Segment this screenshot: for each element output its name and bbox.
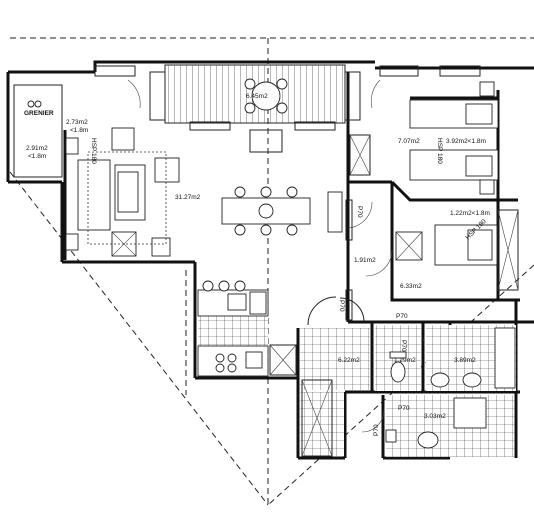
label-bedroom1: 7.07m2 — [398, 138, 420, 145]
label-area-291: 2.91m2 — [26, 145, 48, 152]
door-swings — [127, 79, 425, 433]
door-label-4: P70 — [400, 340, 407, 352]
label-bedroom2-b: 6.33m2 — [400, 283, 422, 290]
label-bedroom1-b: 3.92m2<1.8m — [446, 138, 486, 145]
door-label-3: P70 — [396, 313, 408, 320]
roof-slope-lines — [9, 37, 534, 506]
room-labels: GRENIER 2.73m2 <1.8m 2.91m2 <1.8m 6.45m2… — [24, 93, 490, 420]
bedroom2-furniture — [395, 209, 519, 291]
door-label-2: P70 — [338, 300, 345, 312]
label-bath1: 3.89m2 — [454, 357, 476, 364]
hall-shower — [349, 134, 371, 176]
label-wc: 1.29m2 — [394, 357, 416, 364]
wc — [375, 325, 421, 391]
door-label-1: P70 — [356, 206, 363, 218]
label-entry: 6.22m2 — [338, 357, 360, 364]
door-label-6: P70 — [373, 424, 380, 436]
hsp-label-bedroom1: HSP 180 — [436, 138, 443, 164]
living-furniture — [65, 127, 343, 257]
label-living: 31.27m2 — [175, 194, 201, 201]
label-balcony: 6.45m2 — [246, 93, 268, 100]
hsp-label-grenier: HSP 180 — [90, 138, 97, 164]
label-bedroom2: 1.22m2<1.8m — [450, 210, 490, 217]
door-label-5: P70 — [398, 405, 410, 412]
partition-doors — [345, 199, 353, 321]
kitchen — [197, 280, 297, 377]
label-area-291-sub: <1.8m — [28, 153, 46, 160]
windows — [94, 65, 481, 153]
bedroom1-furniture — [409, 81, 499, 195]
balcony — [149, 64, 361, 124]
label-hall: 1.91m2 — [354, 257, 376, 264]
grenier-area — [13, 84, 63, 178]
bath2 — [385, 395, 514, 457]
bath1 — [426, 325, 516, 391]
label-bath2: 3.03m2 — [424, 413, 446, 420]
entry-tiles — [300, 328, 370, 457]
label-area-273-sub: <1.8m — [70, 127, 88, 134]
label-grenier: GRENIER — [24, 110, 54, 117]
label-area-273: 2.73m2 — [66, 119, 88, 126]
